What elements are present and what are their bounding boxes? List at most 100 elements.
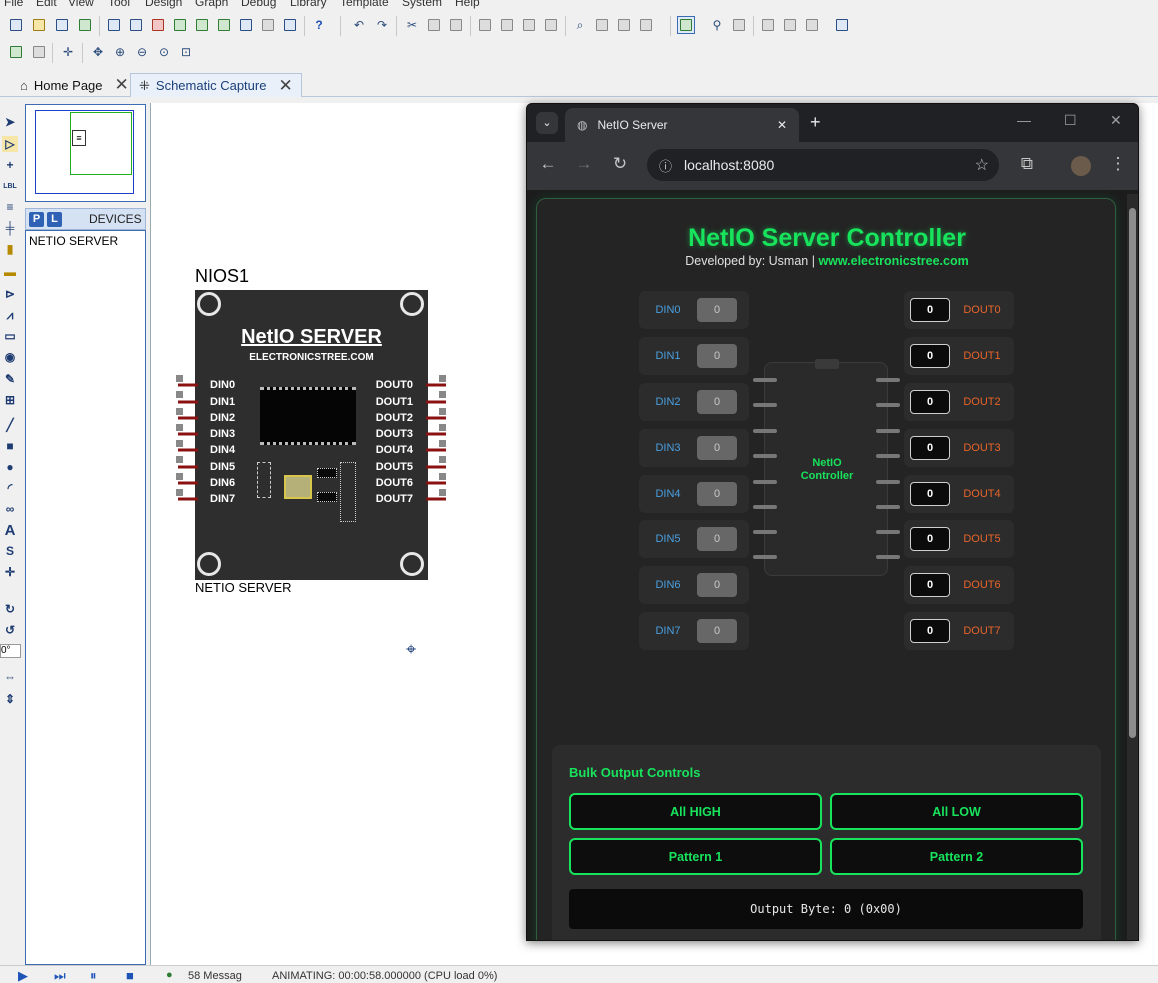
delete-sheet-icon[interactable] (781, 16, 799, 34)
cut-icon[interactable]: ✂ (406, 18, 418, 32)
3d-icon[interactable] (171, 16, 189, 34)
output-value[interactable]: 0 (910, 390, 950, 414)
flip-vertical-icon[interactable]: ⇕ (4, 692, 16, 706)
wire-autorouter-icon[interactable] (677, 16, 695, 34)
reload-icon[interactable]: ↻ (612, 154, 628, 173)
rotation-input[interactable]: 0° (0, 644, 21, 658)
design-explorer-icon[interactable] (215, 16, 233, 34)
block-move-icon[interactable] (498, 16, 516, 34)
tab-search-icon[interactable]: ⌄ (536, 112, 558, 134)
copy-icon[interactable] (425, 16, 443, 34)
step-icon[interactable]: ⏭ (54, 968, 66, 983)
menu-help[interactable]: Help (455, 0, 480, 9)
menu-edit[interactable]: Edit (36, 0, 57, 9)
message-count[interactable]: 58 Messag (188, 970, 242, 982)
menu-template[interactable]: Template (340, 0, 389, 9)
zoom-all-icon[interactable]: ⊙ (158, 45, 170, 59)
open-folder-icon[interactable] (30, 16, 48, 34)
rotate-clockwise-icon[interactable]: ↻ (4, 602, 16, 616)
make-device-icon[interactable] (593, 16, 611, 34)
close-window-icon[interactable]: ✕ (1110, 112, 1122, 128)
stop-icon[interactable]: ■ (126, 968, 134, 983)
redo-icon[interactable]: ↷ (376, 18, 388, 32)
undo-icon[interactable]: ↶ (353, 18, 365, 32)
grid-icon[interactable] (30, 43, 48, 61)
path-icon[interactable]: ∞ (5, 502, 15, 516)
netio-server-component[interactable]: NetIO SERVER ELECTRONICSTREE.COM DIN0 DI… (195, 290, 428, 580)
back-icon[interactable]: ← (539, 154, 557, 173)
electrical-rule-check-icon[interactable] (833, 16, 851, 34)
tape-recorder-icon[interactable]: ▭ (4, 329, 16, 343)
bookmark-star-icon[interactable]: ☆ (974, 157, 989, 174)
graph-icon[interactable]: ⩘ (6, 307, 14, 322)
bom-icon[interactable] (237, 16, 255, 34)
pcb-icon[interactable] (149, 16, 167, 34)
refresh-icon[interactable] (7, 43, 25, 61)
property-assignment-icon[interactable] (730, 16, 748, 34)
pick-devices-button[interactable]: P (29, 211, 44, 227)
zoom-out-icon[interactable]: ⊖ (136, 45, 148, 59)
flip-horizontal-icon[interactable]: ⇔ (4, 670, 16, 684)
terminals-icon[interactable]: ▬ (4, 265, 16, 279)
menu-debug[interactable]: Debug (241, 0, 277, 9)
component-mode-icon[interactable]: ▷ (2, 136, 18, 152)
maximize-icon[interactable]: ☐ (1064, 112, 1077, 128)
menu-graph[interactable]: Graph (195, 0, 229, 9)
pattern1-button[interactable]: Pattern 1 (569, 838, 822, 875)
paste-icon[interactable] (447, 16, 465, 34)
source-code-icon[interactable] (281, 16, 299, 34)
origin-icon[interactable]: ✛ (62, 45, 74, 59)
schematic-icon[interactable] (127, 16, 145, 34)
close-icon[interactable]: ✕ (114, 75, 129, 94)
tab-schematic-capture[interactable]: ⁜ Schematic Capture ✕ (130, 73, 302, 97)
all-low-button[interactable]: All LOW (830, 793, 1083, 830)
output-value[interactable]: 0 (910, 298, 950, 322)
notes-icon[interactable] (259, 16, 277, 34)
pins-icon[interactable]: ⊳ (4, 287, 16, 301)
arc-icon[interactable]: ◜ (7, 481, 13, 495)
output-value[interactable]: 0 (910, 527, 950, 551)
decompose-icon[interactable] (637, 16, 655, 34)
menu-tool[interactable]: Tool (108, 0, 131, 9)
close-icon[interactable]: ✕ (278, 75, 293, 95)
import-icon[interactable] (76, 16, 94, 34)
devices-list[interactable]: NETIO SERVER (25, 230, 146, 965)
pick-parts-icon[interactable]: ⌕ (576, 17, 584, 32)
wire-label-icon[interactable]: LBL (3, 182, 17, 190)
menu-view[interactable]: View (68, 0, 94, 9)
circle-icon[interactable]: ● (6, 460, 14, 474)
browser-tab[interactable]: ◍ NetIO Server ✕ (565, 108, 799, 142)
scrollbar-thumb[interactable] (1129, 208, 1136, 738)
site-info-icon[interactable]: ⓘ (659, 158, 673, 174)
pattern2-button[interactable]: Pattern 2 (830, 838, 1083, 875)
home-icon[interactable] (105, 16, 123, 34)
library-manager-button[interactable]: L (47, 211, 62, 227)
line-icon[interactable]: ╱ (6, 418, 14, 432)
block-rotate-icon[interactable] (520, 16, 538, 34)
website-link[interactable]: www.electronicstree.com (818, 254, 969, 268)
instrument-icon[interactable]: ⊞ (4, 393, 16, 407)
output-value[interactable]: 0 (910, 619, 950, 643)
new-sheet-icon[interactable] (759, 16, 777, 34)
marker-icon[interactable]: ✛ (4, 565, 16, 579)
avatar[interactable] (1071, 156, 1091, 176)
block-delete-icon[interactable] (542, 16, 560, 34)
menu-file[interactable]: File (4, 0, 24, 9)
extensions-icon[interactable]: ⧉ (1020, 154, 1034, 173)
output-value[interactable]: 0 (910, 436, 950, 460)
overview-window[interactable]: ≡ (25, 104, 146, 202)
menu-library[interactable]: Library (290, 0, 327, 9)
new-file-icon[interactable] (7, 16, 25, 34)
zoom-area-icon[interactable]: ⊡ (180, 45, 192, 59)
packaging-tool-icon[interactable] (615, 16, 633, 34)
new-tab-icon[interactable]: + (810, 112, 821, 132)
list-item[interactable]: NETIO SERVER (29, 234, 119, 248)
menu-kebab-icon[interactable]: ⋮ (1109, 154, 1127, 173)
text-icon[interactable]: A (4, 521, 16, 539)
probe-icon[interactable]: ✎ (4, 372, 16, 386)
